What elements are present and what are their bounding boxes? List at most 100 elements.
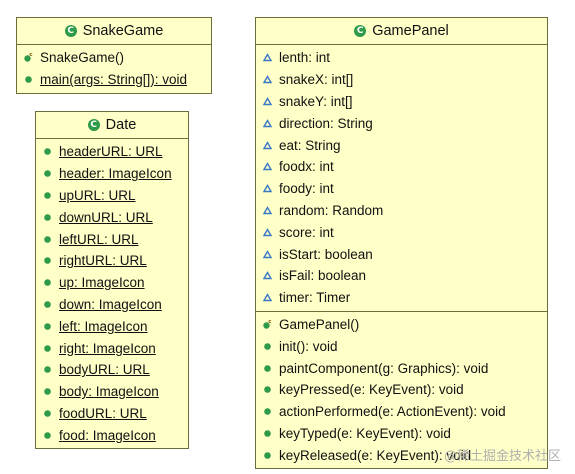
- member-label: rightURL: URL: [59, 253, 147, 269]
- public-visibility-icon: [42, 255, 53, 266]
- package-visibility-icon: [262, 205, 273, 216]
- class-name: Date: [105, 117, 137, 133]
- operation-row[interactable]: init(): void: [256, 335, 547, 357]
- operation-row[interactable]: c GamePanel(): [256, 314, 547, 336]
- attribute-row[interactable]: eat: String: [256, 134, 547, 156]
- package-visibility-icon: [262, 118, 273, 129]
- public-visibility-icon: [42, 321, 53, 332]
- member-label: actionPerformed(e: ActionEvent): void: [279, 404, 506, 420]
- attribute-row[interactable]: lenth: int: [256, 47, 547, 69]
- public-visibility-icon: [42, 386, 53, 397]
- attribute-row[interactable]: isFail: boolean: [256, 265, 547, 287]
- operation-row[interactable]: keyPressed(e: KeyEvent): void: [256, 379, 547, 401]
- class-icon: C: [87, 119, 100, 131]
- member-label: GamePanel(): [279, 316, 360, 332]
- class-gamepanel[interactable]: C GamePanel lenth: int snakeX: int[]snake…: [255, 17, 548, 470]
- attribute-row[interactable]: header: ImageIcon: [36, 163, 188, 185]
- operation-row[interactable]: keyReleased(e: KeyEvent): void: [256, 444, 547, 466]
- attribute-row[interactable]: right: ImageIcon: [36, 337, 188, 359]
- member-label: foodx: int: [279, 159, 334, 175]
- public-visibility-icon: [262, 341, 273, 352]
- operation-row[interactable]: main(args: String[]): void: [17, 69, 211, 91]
- operation-row[interactable]: actionPerformed(e: ActionEvent): void: [256, 401, 547, 423]
- member-label: init(): void: [279, 338, 338, 354]
- public-visibility-icon: [262, 450, 273, 461]
- attribute-row[interactable]: upURL: URL: [36, 185, 188, 207]
- class-header: C SnakeGame: [17, 18, 211, 45]
- package-visibility-icon: [262, 96, 273, 107]
- package-visibility-icon: [262, 140, 273, 151]
- member-label: keyTyped(e: KeyEvent): void: [279, 425, 451, 441]
- attribute-row[interactable]: snakeX: int[]: [256, 69, 547, 91]
- member-label: left: ImageIcon: [59, 318, 148, 334]
- operations-section: c GamePanel() init(): void paintComponent(g…: [256, 310, 547, 469]
- class-name: SnakeGame: [82, 23, 164, 39]
- public-visibility-icon: [262, 428, 273, 439]
- public-visibility-icon: [42, 343, 53, 354]
- svg-text:c: c: [268, 319, 271, 325]
- attribute-row[interactable]: food: ImageIcon: [36, 424, 188, 446]
- member-label: paintComponent(g: Graphics): void: [279, 360, 489, 376]
- attribute-row[interactable]: downURL: URL: [36, 206, 188, 228]
- member-label: direction: String: [279, 115, 373, 131]
- attribute-row[interactable]: bodyURL: URL: [36, 359, 188, 381]
- member-label: SnakeGame(): [40, 50, 125, 66]
- attribute-row[interactable]: score: int: [256, 221, 547, 243]
- member-label: isFail: boolean: [279, 268, 367, 284]
- member-label: down: ImageIcon: [59, 296, 162, 312]
- public-visibility-icon: [262, 406, 273, 417]
- package-visibility-icon: [262, 249, 273, 260]
- attribute-row[interactable]: direction: String: [256, 112, 547, 134]
- member-label: isStart: boolean: [279, 246, 373, 262]
- watermark: @稀土掘金技术社区: [443, 449, 561, 464]
- member-label: score: int: [279, 224, 334, 240]
- member-label: random: Random: [279, 202, 384, 218]
- attribute-row[interactable]: rightURL: URL: [36, 250, 188, 272]
- class-icon: C: [354, 25, 367, 37]
- attribute-row[interactable]: snakeY: int[]: [256, 91, 547, 113]
- package-visibility-icon: [262, 74, 273, 85]
- operation-row[interactable]: paintComponent(g: Graphics): void: [256, 357, 547, 379]
- member-label: keyPressed(e: KeyEvent): void: [279, 382, 464, 398]
- public-visibility-icon: [42, 299, 53, 310]
- constructor-icon: c: [262, 319, 273, 330]
- member-label: keyReleased(e: KeyEvent): void: [279, 447, 472, 463]
- package-visibility-icon: [262, 270, 273, 281]
- attribute-row[interactable]: timer: Timer: [256, 287, 547, 309]
- attribute-row[interactable]: up: ImageIcon: [36, 272, 188, 294]
- attribute-row[interactable]: isStart: boolean: [256, 243, 547, 265]
- attribute-row[interactable]: foodURL: URL: [36, 403, 188, 425]
- public-visibility-icon: [42, 212, 53, 223]
- class-name: GamePanel: [372, 23, 449, 39]
- public-visibility-icon: [262, 363, 273, 374]
- class-header: C GamePanel: [256, 18, 547, 45]
- public-visibility-icon: [42, 146, 53, 157]
- member-label: timer: Timer: [279, 290, 351, 306]
- attribute-row[interactable]: headerURL: URL: [36, 141, 188, 163]
- attribute-row[interactable]: random: Random: [256, 200, 547, 222]
- member-label: lenth: int: [279, 50, 331, 66]
- public-visibility-icon: [42, 408, 53, 419]
- attribute-row[interactable]: foody: int: [256, 178, 547, 200]
- public-visibility-icon: [262, 384, 273, 395]
- member-label: foody: int: [279, 181, 334, 197]
- package-visibility-icon: [262, 183, 273, 194]
- member-label: foodURL: URL: [59, 405, 147, 421]
- class-header: C Date: [36, 112, 188, 139]
- public-visibility-icon: [42, 190, 53, 201]
- attribute-row[interactable]: foodx: int: [256, 156, 547, 178]
- class-icon: C: [64, 25, 77, 37]
- operation-row[interactable]: keyTyped(e: KeyEvent): void: [256, 423, 547, 445]
- member-label: right: ImageIcon: [59, 340, 156, 356]
- attribute-row[interactable]: left: ImageIcon: [36, 315, 188, 337]
- member-label: body: ImageIcon: [59, 384, 159, 400]
- attribute-row[interactable]: body: ImageIcon: [36, 381, 188, 403]
- attribute-row[interactable]: down: ImageIcon: [36, 294, 188, 316]
- attribute-row[interactable]: leftURL: URL: [36, 228, 188, 250]
- public-visibility-icon: [42, 364, 53, 375]
